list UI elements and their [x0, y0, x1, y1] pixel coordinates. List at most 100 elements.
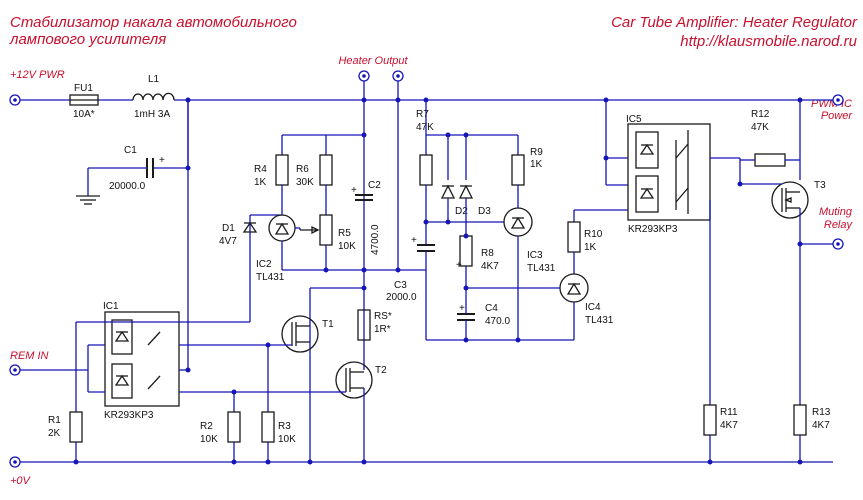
svg-text:10K: 10K: [200, 434, 218, 445]
terminal-0v: [9, 456, 21, 468]
terminal-muting-relay: [832, 238, 844, 250]
mosfet-t2: T2: [335, 361, 387, 462]
svg-text:T2: T2: [375, 365, 387, 376]
svg-text:RS*: RS*: [374, 311, 392, 322]
svg-text:KR293KP3: KR293KP3: [628, 224, 678, 235]
resistor-r2: R2 10K: [200, 392, 241, 462]
terminal-heater-b: [392, 70, 404, 82]
svg-text:IC1: IC1: [103, 301, 119, 312]
svg-text:1R*: 1R*: [374, 324, 391, 335]
net-label-muting: Muting: [819, 206, 853, 218]
svg-text:4V7: 4V7: [219, 236, 237, 247]
svg-text:20000.0: 20000.0: [109, 181, 146, 192]
svg-text:IC4: IC4: [585, 302, 601, 313]
svg-text:FU1: FU1: [74, 83, 93, 94]
junction-dots: [73, 97, 803, 465]
resistor-r8: + R8 4K7: [456, 235, 499, 300]
regulator-ic4: IC4 TL431: [559, 273, 614, 340]
svg-text:4K7: 4K7: [720, 420, 738, 431]
mosfet-t3: T3: [740, 180, 826, 405]
diode-d2: D2: [440, 135, 468, 222]
net-label-power: Power: [821, 110, 854, 122]
svg-text:IC5: IC5: [626, 114, 642, 125]
net-label-rem-in: REM IN: [10, 350, 49, 362]
title-ru-line2: лампового усилителя: [9, 31, 166, 48]
svg-text:R12: R12: [751, 109, 770, 120]
resistor-rs: RS* 1R*: [357, 309, 392, 341]
optorelay-ic1: IC1 KR293KP3: [103, 301, 180, 421]
svg-text:47K: 47K: [416, 122, 434, 133]
terminal-rem-in: [9, 364, 21, 376]
net-label-relay: Relay: [824, 219, 854, 231]
svg-text:+: +: [159, 155, 165, 166]
svg-text:TL431: TL431: [256, 272, 285, 283]
svg-text:R10: R10: [584, 229, 603, 240]
svg-text:1mH 3A: 1mH 3A: [134, 109, 170, 120]
svg-text:R3: R3: [278, 421, 291, 432]
zener-d1: D1 4V7: [219, 214, 282, 322]
svg-text:C2: C2: [368, 180, 381, 191]
svg-text:R7: R7: [416, 109, 429, 120]
svg-text:+: +: [411, 235, 417, 246]
svg-text:C4: C4: [485, 303, 498, 314]
resistor-r12: R12 47K: [740, 109, 800, 167]
svg-text:1K: 1K: [584, 242, 597, 253]
svg-text:R11: R11: [720, 407, 738, 418]
resistor-r3: R3 10K: [261, 345, 296, 462]
resistor-r1: R1 2K: [48, 411, 83, 462]
title-en-line1: Car Tube Amplifier: Heater Regulator: [611, 14, 858, 31]
terminal-pwm-power: [832, 94, 844, 106]
svg-text:+: +: [456, 260, 462, 271]
svg-text:4700.0: 4700.0: [370, 224, 381, 255]
svg-text:D2: D2: [455, 206, 468, 217]
capacitor-c2: + C2 4700.0: [351, 180, 381, 255]
resistor-r13: R13 4K7: [793, 404, 831, 462]
svg-text:IC3: IC3: [527, 250, 543, 261]
svg-text:+: +: [351, 185, 357, 196]
svg-text:L1: L1: [148, 74, 160, 85]
net-label-heater-output: Heater Output: [338, 55, 408, 67]
svg-text:T1: T1: [322, 319, 334, 330]
svg-text:R5: R5: [338, 228, 351, 239]
svg-text:R2: R2: [200, 421, 213, 432]
inductor-l1: L1 1mH 3A: [132, 74, 175, 120]
svg-text:1K: 1K: [530, 159, 543, 170]
terminal-12v: [9, 94, 21, 106]
svg-text:4K7: 4K7: [481, 261, 499, 272]
svg-text:IC2: IC2: [256, 259, 272, 270]
resistor-r11: R11 4K7: [703, 404, 738, 462]
resistor-r10: R10 1K: [567, 221, 603, 274]
resistor-r4: R4 1K: [254, 135, 289, 215]
resistor-r9: R9 1K: [511, 147, 543, 208]
capacitor-c4: + C4 470.0: [457, 300, 510, 340]
title-ru-line1: Стабилизатор накала автомобильного: [10, 14, 297, 31]
svg-text:TL431: TL431: [527, 263, 556, 274]
svg-text:D1: D1: [222, 223, 235, 234]
svg-text:C1: C1: [124, 145, 137, 156]
resistor-r6: R6 30K: [296, 135, 333, 215]
potentiometer-r5: R5 10K: [300, 214, 356, 270]
svg-text:2000.0: 2000.0: [386, 292, 417, 303]
svg-text:10K: 10K: [338, 241, 356, 252]
svg-text:1K: 1K: [254, 177, 267, 188]
svg-text:R4: R4: [254, 164, 267, 175]
svg-text:+: +: [459, 303, 465, 314]
svg-text:10K: 10K: [278, 434, 296, 445]
svg-text:470.0: 470.0: [485, 316, 510, 327]
svg-text:4K7: 4K7: [812, 420, 830, 431]
regulator-ic3: IC3 TL431: [503, 207, 556, 340]
svg-text:R13: R13: [812, 407, 831, 418]
svg-text:TL431: TL431: [585, 315, 614, 326]
resistor-r7: R7 47K: [416, 109, 434, 245]
title-en-url: http://klausmobile.narod.ru: [680, 33, 857, 50]
fuse-fu1: FU1 10A*: [69, 83, 99, 120]
svg-text:R9: R9: [530, 147, 543, 158]
net-label-12v: +12V PWR: [10, 69, 65, 81]
svg-text:30K: 30K: [296, 177, 314, 188]
capacitor-c3: + C3 2000.0: [386, 235, 435, 340]
mosfet-t1: T1: [268, 315, 334, 353]
regulator-ic2: IC2 TL431: [256, 214, 301, 283]
terminal-heater-a: [358, 70, 370, 82]
svg-text:2K: 2K: [48, 428, 61, 439]
